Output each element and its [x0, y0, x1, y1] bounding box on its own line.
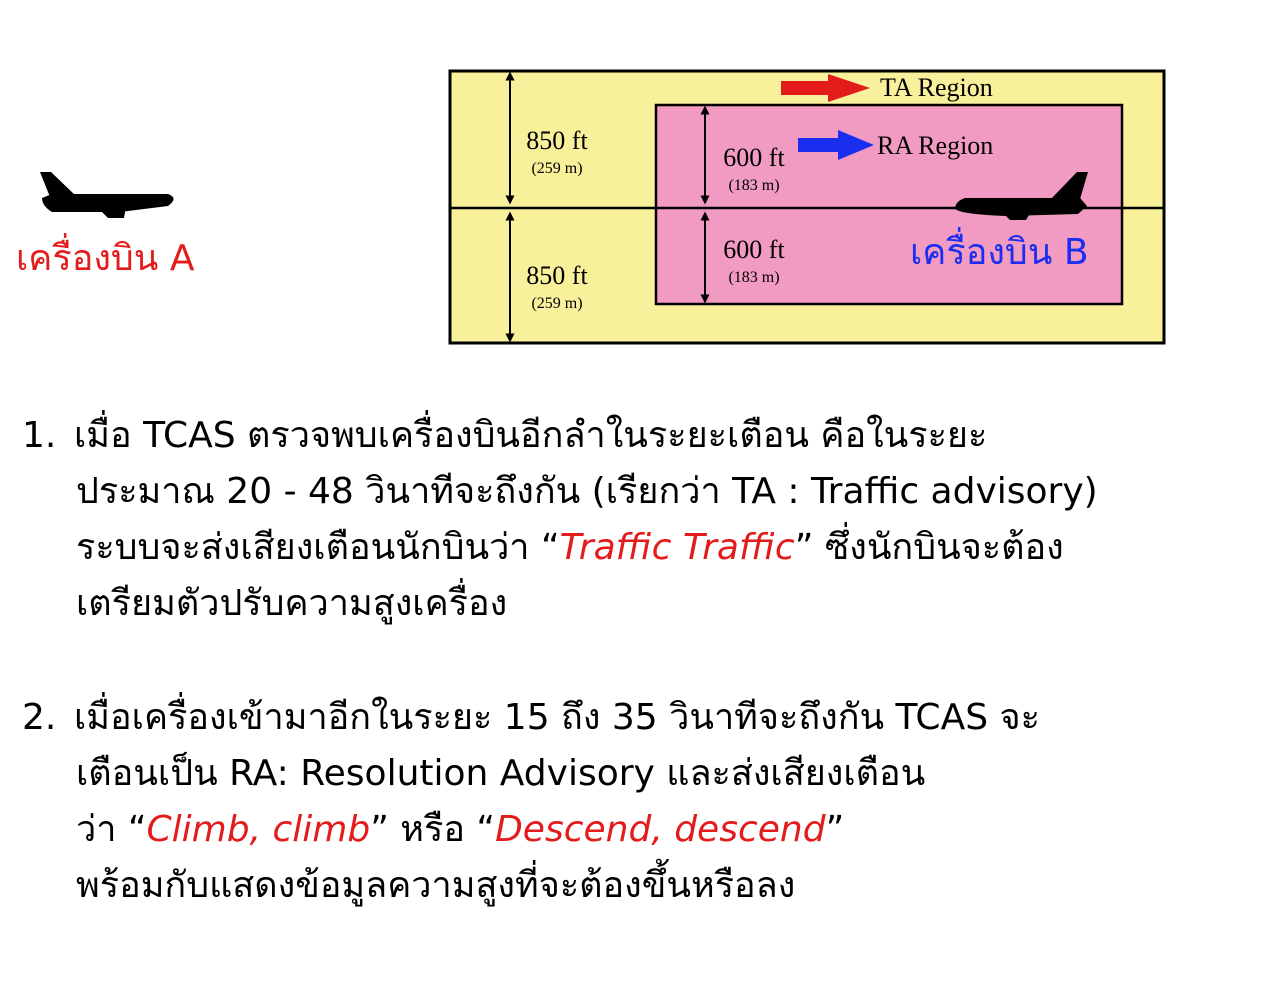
ra-lower-m: (183 m) — [728, 269, 779, 286]
para2-line1: 2. เมื่อเครื่องเข้ามาอีกในระยะ 15 ถึง 35 … — [22, 690, 1262, 746]
para1-line1: 1. เมื่อ TCAS ตรวจพบเครื่องบินอีกลำในระยะ… — [22, 408, 1262, 464]
ta-region-label: TA Region — [880, 73, 993, 102]
airplane-b-icon — [955, 172, 1088, 220]
ra-upper-ft: 600 ft — [723, 143, 785, 172]
para1-number: 1. — [22, 415, 57, 456]
tcas-diagram: TA Region RA Region 850 ft (259 m) 850 f… — [16, 69, 1166, 345]
para2-line3-b: ” หรือ “ — [370, 809, 496, 850]
para2-emphasis-climb: Climb, climb — [146, 809, 371, 850]
para1-line2: ประมาณ 20 - 48 วินาทีจะถึงกัน (เรียกว่า … — [76, 471, 1098, 512]
para2-line1-text: เมื่อเครื่องเข้ามาอีกในระยะ 15 ถึง 35 วิ… — [74, 697, 1040, 738]
para2-line4: พร้อมกับแสดงข้อมูลความสูงที่จะต้องขึ้นหร… — [76, 865, 796, 906]
para2-emphasis-descend: Descend, descend — [495, 809, 826, 850]
paragraph-1: 1. เมื่อ TCAS ตรวจพบเครื่องบินอีกลำในระยะ… — [22, 408, 1262, 632]
aircraft-a-label: เครื่องบิน A — [16, 233, 195, 279]
ta-lower-ft: 850 ft — [526, 261, 588, 290]
ta-upper-ft: 850 ft — [526, 126, 588, 155]
para2-line3-a: ว่า “ — [76, 809, 147, 850]
ra-lower-ft: 600 ft — [723, 235, 785, 264]
aircraft-b-label: เครื่องบิน B — [910, 227, 1089, 273]
para1-line1-text: เมื่อ TCAS ตรวจพบเครื่องบินอีกลำในระยะเต… — [74, 415, 988, 456]
para2-line2: เตือนเป็น RA: Resolution Advisory และส่ง… — [76, 753, 926, 794]
ta-arrow-icon — [781, 74, 870, 102]
ta-upper-m: (259 m) — [531, 160, 582, 177]
para2-number: 2. — [22, 697, 57, 738]
para2-line3: ว่า “Climb, climb” หรือ “Descend, descen… — [22, 802, 1262, 858]
ra-region-label: RA Region — [877, 131, 993, 160]
para2-line3-c: ” — [825, 809, 845, 850]
paragraph-2: 2. เมื่อเครื่องเข้ามาอีกในระยะ 15 ถึง 35 … — [22, 690, 1262, 914]
airplane-a-icon — [40, 172, 174, 218]
ra-arrow-icon — [798, 130, 874, 160]
ta-lower-m: (259 m) — [531, 295, 582, 312]
para1-line4: เตรียมตัวปรับความสูงเครื่อง — [76, 583, 508, 624]
para1-line3-after: ” ซึ่งนักบินจะต้อง — [794, 527, 1064, 568]
para1-line3: ระบบจะส่งเสียงเตือนนักบินว่า “Traffic Tr… — [22, 520, 1262, 576]
para1-line3-before: ระบบจะส่งเสียงเตือนนักบินว่า “ — [76, 527, 560, 568]
ra-upper-m: (183 m) — [728, 177, 779, 194]
para1-emphasis: Traffic Traffic — [559, 527, 795, 568]
